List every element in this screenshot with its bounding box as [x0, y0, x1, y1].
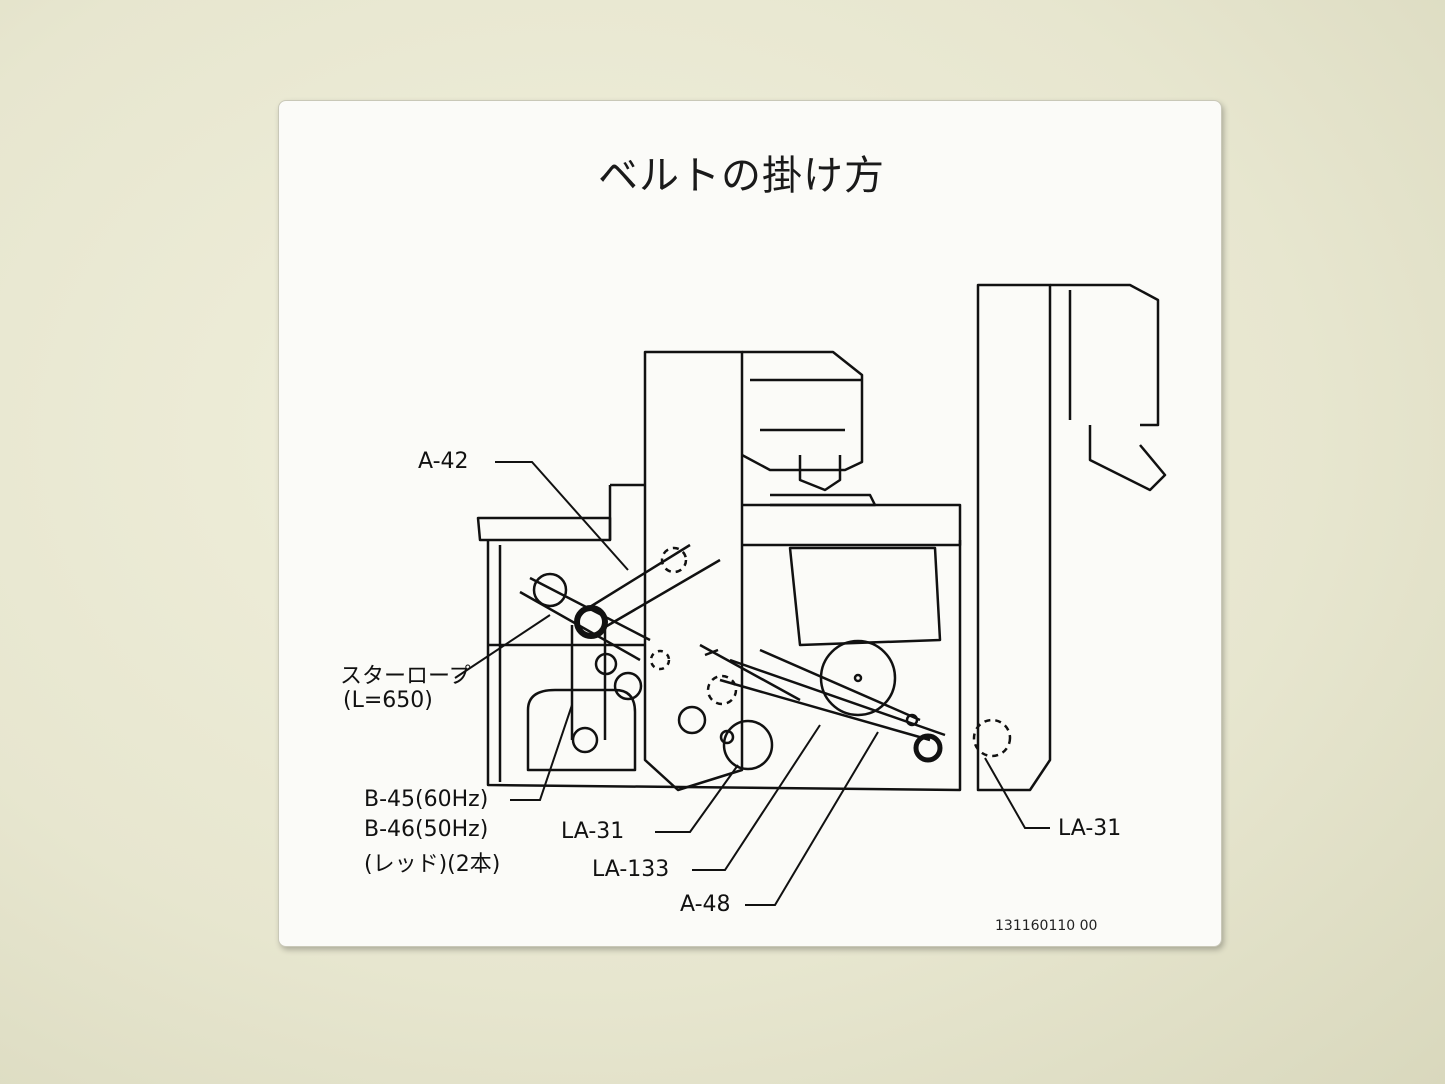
leader-a48	[745, 731, 879, 906]
leader-la31-right	[984, 757, 1050, 829]
b-belt	[570, 625, 607, 740]
label-b45: B-45(60Hz)	[364, 787, 489, 812]
pulley-a42	[574, 605, 608, 639]
label-b46: B-46(50Hz)	[364, 817, 489, 842]
pulley-top-left	[532, 572, 568, 608]
inner-box	[788, 546, 942, 647]
label-la31-left: LA-31	[561, 819, 625, 844]
label-star-rope-length: (L=650)	[343, 688, 433, 713]
label-red-two: (レッド)(2本)	[364, 852, 501, 877]
belt-instruction-placard	[278, 100, 1222, 947]
label-la133: LA-133	[592, 857, 670, 882]
leader-b45	[510, 704, 573, 801]
part-code: 131160110 00	[995, 918, 1098, 934]
right-tower	[976, 283, 1052, 792]
motor-housing	[526, 688, 637, 772]
a42-belt	[584, 543, 721, 632]
label-la31-right: LA-31	[1058, 816, 1122, 841]
pulley-la31-right	[913, 733, 943, 763]
a48-belt	[759, 648, 921, 722]
label-a48: A-48	[680, 892, 731, 917]
star-rope-belt	[519, 576, 651, 662]
leader-la133	[692, 724, 821, 871]
base-frame	[476, 516, 612, 542]
upper-hopper	[741, 350, 864, 472]
pulley-large	[819, 639, 897, 717]
leader-a42	[495, 461, 629, 571]
center-column	[643, 350, 744, 792]
la133-belt	[719, 658, 946, 742]
label-a42: A-42	[418, 449, 469, 474]
placard-title: ベルトの掛け方	[598, 153, 885, 199]
leader-la31-left	[655, 764, 739, 833]
leader-star-rope	[454, 614, 551, 679]
label-star-rope: スターロープ	[340, 664, 471, 689]
lower-housing	[486, 540, 962, 792]
